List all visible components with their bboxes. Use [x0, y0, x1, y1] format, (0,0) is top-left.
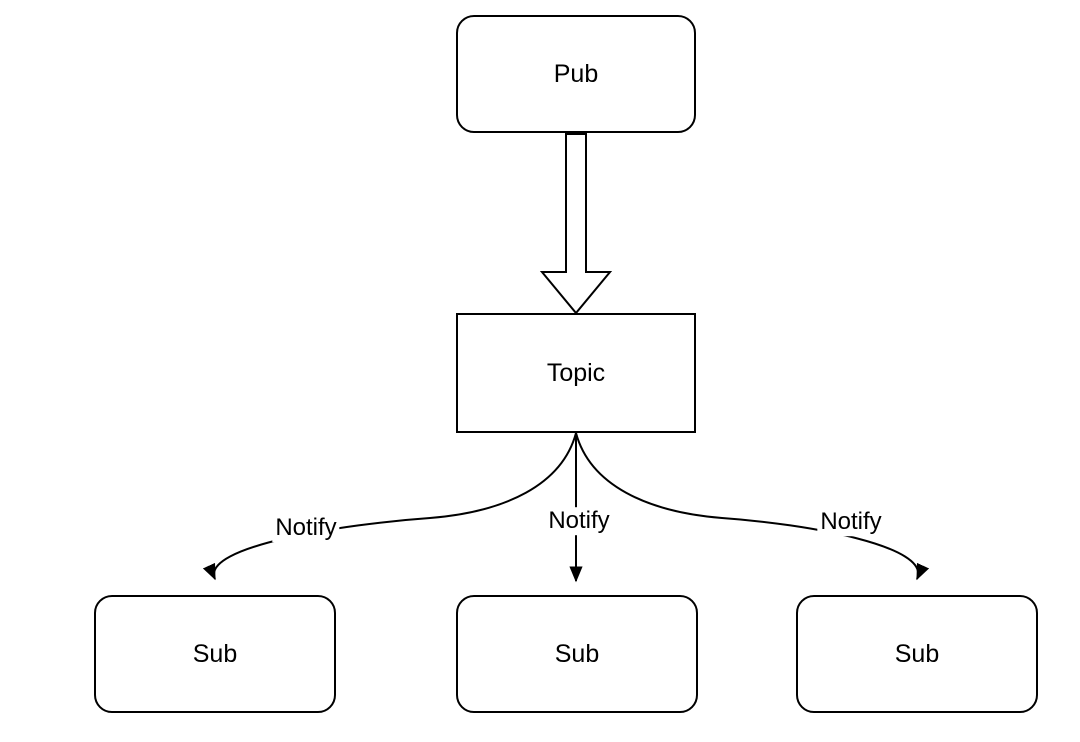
node-sub-right-label: Sub: [894, 639, 940, 668]
node-pub-label: Pub: [553, 59, 599, 88]
node-topic-label: Topic: [546, 358, 606, 387]
node-sub-right: Sub: [796, 595, 1038, 713]
node-topic: Topic: [456, 313, 696, 433]
edge-label-notify-left: Notify: [272, 514, 340, 542]
node-sub-middle-label: Sub: [554, 639, 600, 668]
block-arrow-pub-to-topic: [539, 133, 613, 315]
edge-label-notify-middle: Notify: [545, 507, 613, 535]
node-sub-middle: Sub: [456, 595, 698, 713]
node-sub-left-label: Sub: [192, 639, 238, 668]
edge-topic-to-sub-right: [575, 432, 930, 581]
edge-topic-to-sub-left: [202, 432, 577, 581]
edge-label-notify-right: Notify: [817, 508, 885, 536]
node-sub-left: Sub: [94, 595, 336, 713]
node-pub: Pub: [456, 15, 696, 133]
